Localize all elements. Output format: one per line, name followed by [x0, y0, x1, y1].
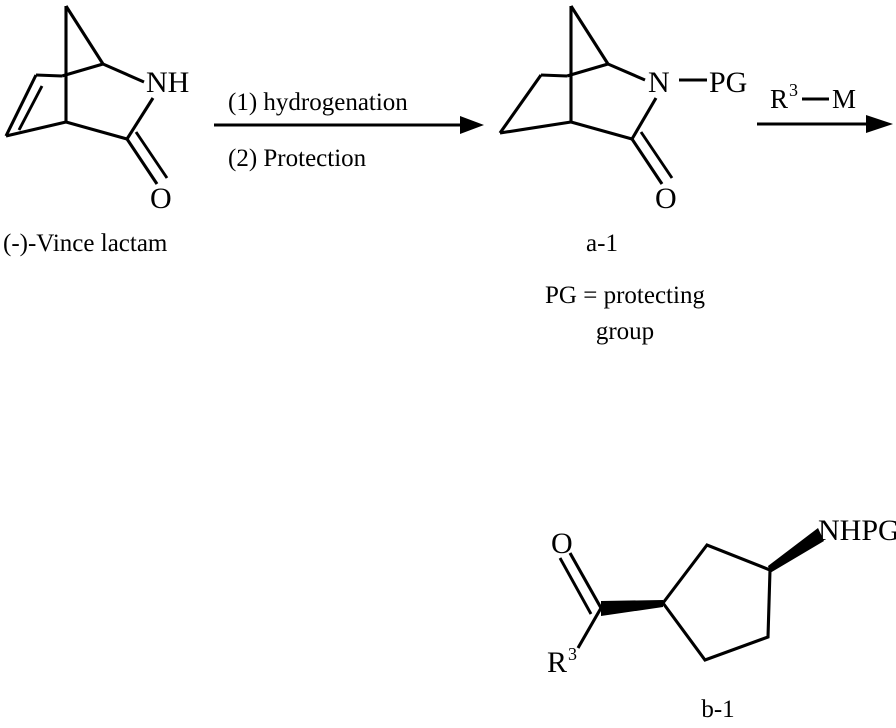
- atom-label-n-a1: N: [648, 66, 670, 99]
- condition-top: (1) hydrogenation: [228, 89, 408, 116]
- pg-legend-line2: group: [596, 318, 654, 345]
- bond-c-r3: [576, 607, 603, 649]
- atom-label-nhpg: NHPG: [818, 514, 896, 547]
- condition-bottom: (2) Protection: [228, 145, 367, 172]
- reagent-metal-label: M: [832, 84, 856, 114]
- atom-label-o-b1: O: [551, 527, 573, 560]
- bond-c6-upper: [35, 73, 63, 78]
- bond-c1-c6-a1: [566, 62, 609, 78]
- bond-c6-c5-a1: [498, 74, 543, 134]
- bond-c5-c4: [5, 120, 67, 138]
- intermediate-caption: a-1: [586, 230, 618, 257]
- bond-carbonyl-outer: [125, 138, 159, 185]
- bond-c3-n-a1: [630, 97, 658, 140]
- bond-c4-c3-a1: [570, 120, 633, 141]
- reaction-arrow-1-group: (1) hydrogenation (2) Protection: [214, 89, 484, 172]
- arrow-head-1: [460, 116, 484, 134]
- wedge-acyl-bond: [601, 600, 663, 616]
- bond-c1-n-a1: [607, 62, 646, 82]
- bond-bridge-to-c1: [64, 5, 105, 65]
- reagent-r-label: R: [770, 84, 788, 114]
- bond-alkene-main: [4, 74, 38, 137]
- atom-label-o: O: [150, 182, 172, 215]
- atom-label-nh: NH: [146, 66, 189, 99]
- intermediate-structure: N PG O: [498, 5, 747, 215]
- atom-label-pg: PG: [709, 66, 747, 99]
- bond-carbonyl-outer-a1: [630, 138, 664, 185]
- bond-carbonyl-outer-b1: [568, 552, 603, 609]
- atom-label-o-a1: O: [655, 182, 677, 215]
- reaction-arrow-2-group: R 3 M: [757, 80, 893, 133]
- bond-carbonyl-inner-b1: [558, 557, 593, 615]
- bond-carbonyl-inner-a1: [639, 131, 674, 179]
- cyclopentane-ring: [661, 543, 772, 662]
- bond-c1-n: [102, 62, 145, 84]
- bond-carbonyl-inner: [134, 131, 169, 179]
- bond-bridge-to-c1-a1: [569, 5, 610, 65]
- arrow-head-2: [866, 115, 893, 133]
- bond-c4-c3: [65, 120, 128, 141]
- product-caption: b-1: [701, 696, 734, 723]
- reactant-caption: (-)-Vince lactam: [3, 230, 168, 257]
- reagent-r-superscript: 3: [789, 80, 798, 100]
- pg-legend-line1: PG = protecting: [545, 282, 705, 309]
- bond-c3-n: [125, 97, 155, 140]
- bond-alkene-inner: [17, 85, 44, 131]
- atom-label-r3-superscript: 3: [568, 644, 577, 664]
- atom-label-r3-b1: R: [547, 646, 567, 679]
- bond-c5-c4-a1: [499, 120, 572, 135]
- wedge-amine-bond: [768, 528, 824, 573]
- product-structure: O R 3 NHPG: [547, 514, 896, 679]
- reactant-structure: NH O: [4, 5, 189, 215]
- bond-c6-upper-a1: [540, 73, 568, 78]
- bond-c1-c6: [61, 62, 104, 78]
